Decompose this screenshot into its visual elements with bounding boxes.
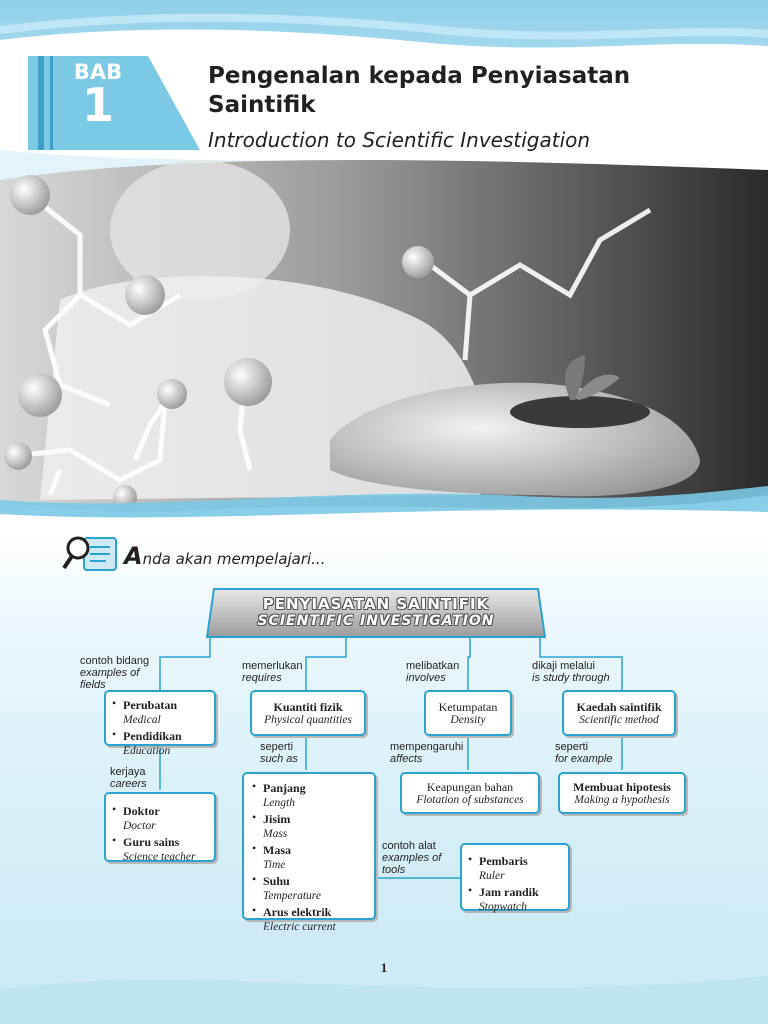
- footer-wave-background: [0, 908, 768, 1024]
- link-label-involves: melibatkan involves: [406, 660, 459, 684]
- link-label-en: such as: [260, 753, 298, 765]
- link-label-en: is study through: [532, 672, 610, 684]
- link-label-affects: mempengaruhi affects: [390, 741, 463, 765]
- page-subtitle: Introduction to Scientific Investigation: [208, 128, 591, 152]
- learn-heading-initial: A: [124, 542, 143, 570]
- link-label-en: involves: [406, 672, 446, 684]
- link-label-study-through: dikaji melalui is study through: [532, 660, 610, 684]
- page-title: Pengenalan kepada Penyiasatan Saintifik: [208, 63, 631, 118]
- physical-quantities-box: Kuantiti fizik Physical quantities: [250, 690, 366, 736]
- link-label-ms: mempengaruhi: [390, 741, 464, 753]
- hypothesis-box: Membuat hipotesis Making a hypothesis: [558, 772, 686, 814]
- learn-heading: Anda akan mempelajari...: [124, 542, 325, 570]
- chapter-tab: [28, 56, 200, 150]
- link-label-ms: melibatkan: [406, 660, 460, 672]
- link-label-en: examples of tools: [382, 852, 442, 876]
- link-label-en: requires: [242, 672, 282, 684]
- link-label-fields: contoh bidang examples of fields: [80, 655, 160, 691]
- link-label-ms: memerlukan: [242, 660, 303, 672]
- link-label-for-example: seperti for example: [555, 741, 612, 765]
- chapter-number: 1: [81, 78, 114, 132]
- link-label-ms: seperti: [555, 741, 589, 753]
- link-label-tools: contoh alat examples of tools: [382, 840, 452, 876]
- lab-scientist-photo: [0, 160, 768, 530]
- page-number: 1: [380, 960, 388, 975]
- magnifier-document-icon: [62, 536, 117, 571]
- link-label-requires: memerlukan requires: [242, 660, 303, 684]
- concept-banner-subtitle: SCIENTIFIC INVESTIGATION: [257, 613, 495, 629]
- chapter-label: BAB: [73, 60, 123, 84]
- link-label-careers: kerjaya careers: [110, 766, 147, 790]
- concept-banner-title: PENYIASATAN SAINTIFIK: [262, 595, 490, 613]
- density-box: Ketumpatan Density: [424, 690, 512, 736]
- link-label-ms: kerjaya: [110, 766, 146, 778]
- link-label-en: for example: [555, 753, 613, 765]
- link-label-en: examples of fields: [80, 667, 140, 691]
- link-label-en: careers: [110, 778, 147, 790]
- learn-heading-rest: nda akan mempelajari...: [142, 550, 326, 568]
- concept-banner: [206, 588, 546, 638]
- link-label-en: affects: [390, 753, 423, 765]
- link-label-ms: seperti: [260, 741, 294, 753]
- link-label-ms: contoh bidang: [80, 655, 150, 667]
- link-label-ms: dikaji melalui: [532, 660, 595, 672]
- link-label-such-as: seperti such as: [260, 741, 298, 765]
- link-label-ms: contoh alat: [382, 840, 436, 852]
- flotation-box: Keapungan bahan Flotation of substances: [400, 772, 540, 814]
- scientific-method-box: Kaedah saintifik Scientific method: [562, 690, 676, 736]
